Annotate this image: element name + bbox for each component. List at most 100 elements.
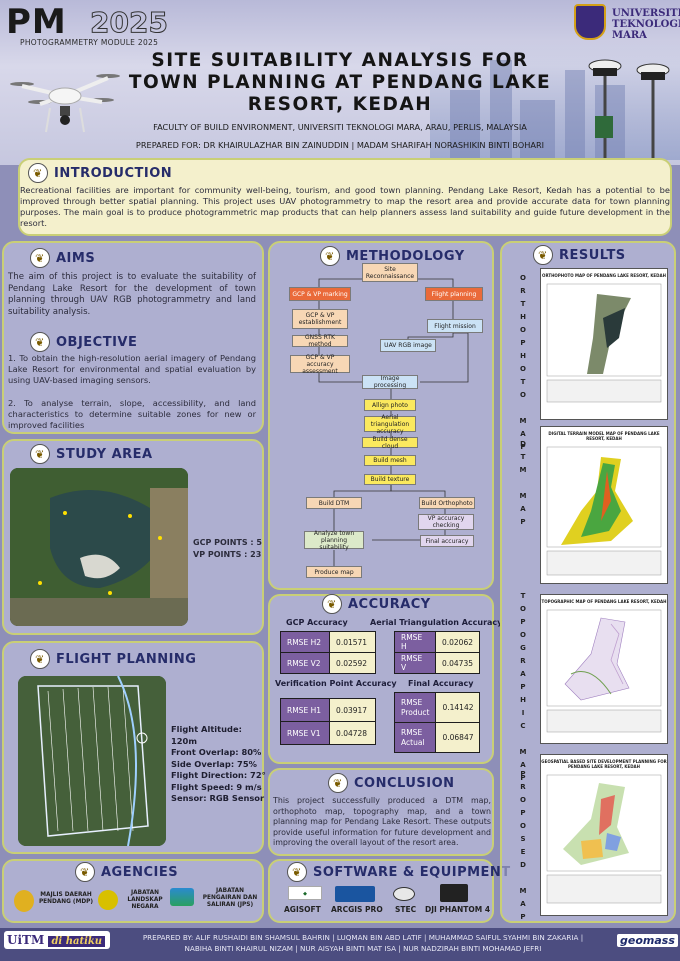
flow-texture: Build texture (364, 474, 416, 485)
introduction-panel (18, 158, 672, 236)
flight-planning-heading: ❦ FLIGHT PLANNING (30, 649, 196, 669)
stec-receiver-icon (393, 887, 415, 901)
flow-gnss: GNSS RTK method (292, 334, 348, 348)
poster-title: SITE SUITABILITY ANALYSIS FOR TOWN PLANN… (128, 50, 552, 115)
flow-gcp-marking: GCP & VP marking (289, 287, 351, 301)
pm-subtitle: PHOTOGRAMMETRY MODULE 2025 (20, 38, 159, 47)
uitm-name: UNIVERSITI TEKNOLOGI MARA (612, 8, 680, 41)
software-agisoft: AGISOFT (284, 905, 321, 914)
geomass-logo: geomass (617, 934, 678, 947)
faculty-line: FACULTY OF BUILD ENVIRONMENT, UNIVERSITI… (153, 122, 527, 132)
study-area-map (10, 468, 188, 626)
uitm-badge-icon: ❦ (30, 649, 50, 669)
results-heading: ❦ RESULTS (533, 245, 626, 265)
uitm-badge-icon: ❦ (30, 444, 50, 464)
vp-points: VP POINTS : 23 (193, 550, 262, 559)
flow-ortho: Build Orthophoto (419, 497, 475, 509)
agencies-panel (2, 859, 264, 923)
uitm-badge-icon: ❦ (75, 862, 95, 882)
at-accuracy-title: Aerial Triangulation Accuracy (370, 618, 503, 627)
drone-icon (10, 74, 120, 133)
flow-final-accuracy: Final accuracy (420, 535, 474, 547)
uitm-badge-icon: ❦ (328, 773, 348, 793)
methodology-heading: ❦ METHODOLOGY (320, 246, 465, 266)
flow-analyze: Analyze town planning suitability (304, 530, 364, 551)
flow-dtm: Build DTM (306, 497, 362, 509)
prepared-by: PREPARED BY: ALIF RUSHAIDI BIN SHAMSUL B… (142, 933, 584, 953)
software-stec: STEC (395, 905, 417, 914)
city-skyline-background (430, 40, 680, 160)
software-arcgis: ARCGIS PRO (331, 905, 383, 914)
flow-dense-cloud: Build dense cloud (362, 436, 418, 450)
topographic-map: TOPOGRAPHIC MAP OF PENDANG LAKE RESORT, … (540, 594, 668, 744)
introduction-text: Recreational facilities are important fo… (20, 185, 670, 228)
flow-flight-mission: Flight mission (427, 319, 483, 333)
introduction-heading: ❦ INTRODUCTION (28, 163, 172, 183)
uitm-badge-icon: ❦ (28, 163, 48, 183)
gnss-receiver-icon (588, 59, 670, 166)
uitm-badge-icon: ❦ (30, 248, 50, 268)
gcp-accuracy-title: GCP Accuracy (286, 618, 348, 627)
arcgis-logo-icon (335, 886, 375, 902)
flow-mesh: Build mesh (364, 455, 416, 466)
dtm-map: DIGITAL TERRAIN MODEL MAP OF PENDANG LAK… (540, 426, 668, 584)
poster-footer (0, 928, 680, 961)
conclusion-heading: ❦ CONCLUSION (328, 773, 455, 793)
software-dji: DJI PHANTOM 4 (425, 905, 491, 914)
pm-logo: PM (6, 2, 67, 42)
flow-align: Allign photo (364, 399, 416, 411)
orthophoto-map: ORTHOPHOTO MAP OF PENDANG LAKE RESORT, K… (540, 268, 668, 420)
study-area-heading: ❦ STUDY AREA (30, 444, 153, 464)
flight-plan-map (18, 676, 166, 846)
final-accuracy-title: Final Accuracy (408, 679, 474, 688)
uitm-di-hatiku-logo: UiTM di hatiku (4, 931, 110, 949)
flow-aerial-tri: Aerial triangulation accuracy (364, 414, 416, 435)
gcp-points: GCP POINTS : 5 (193, 538, 262, 547)
objective-heading: ❦ OBJECTIVE (30, 332, 137, 352)
accuracy-heading: ❦ ACCURACY (322, 594, 431, 614)
flow-site-recon: Site Reconnaissance (362, 263, 418, 282)
agencies-heading: ❦ AGENCIES (75, 862, 178, 882)
aims-heading: ❦ AIMS (30, 248, 95, 268)
objective-item-2: 2. To analyse terrain, slope, accessibil… (8, 398, 256, 430)
uitm-crest-icon (574, 4, 606, 40)
prepared-for-line: PREPARED FOR: DR KHAIRULAZHAR BIN ZAINUD… (135, 140, 545, 150)
poster-header (0, 0, 680, 165)
flow-vp-check: VP accuracy checking (418, 514, 474, 530)
uitm-badge-icon: ❦ (322, 594, 342, 614)
flow-gcp-establish: GCP & VP establishment (292, 309, 348, 329)
flow-gcp-assess: GCP & VP accuracy assessment (290, 354, 350, 375)
flow-produce-map: Produce map (306, 566, 362, 578)
mdp-logo-icon (14, 890, 34, 912)
flow-image-processing: Image processing (362, 375, 418, 389)
accuracy-panel (268, 594, 494, 764)
landskap-logo-icon (98, 890, 118, 910)
flight-parameters: Flight Altitude: 120m Front Overlap: 80%… (171, 724, 266, 803)
uitm-badge-icon: ❦ (287, 862, 307, 882)
aims-text: The aim of this project is to evaluate t… (8, 272, 256, 317)
agisoft-logo-icon: ◆ (288, 886, 322, 900)
flow-uav-rgb: UAV RGB image (380, 339, 436, 352)
uitm-badge-icon: ❦ (320, 246, 340, 266)
proposed-map: GEOSPATIAL BASED SITE DEVELOPMENT PLANNI… (540, 754, 668, 916)
software-heading: ❦ SOFTWARE & EQUIPMENT (287, 862, 511, 882)
jps-logo-icon (170, 888, 194, 906)
uitm-badge-icon: ❦ (533, 245, 553, 265)
agency-jps: JABATAN PENGAIRAN DAN SALIRAN (JPS) (202, 888, 258, 908)
uitm-badge-icon: ❦ (30, 332, 50, 352)
vp-accuracy-title: Verification Point Accuracy (275, 679, 397, 688)
conclusion-panel (268, 768, 494, 856)
conclusion-text: This project successfully produced a DTM… (273, 796, 491, 848)
objective-item-1: 1. To obtain the high-resolution aerial … (8, 353, 256, 385)
dji-phantom-icon (440, 884, 468, 902)
agency-landskap: JABATAN LANDSKAP NEGARA (127, 890, 163, 910)
pm-year: 2025 (90, 6, 169, 40)
